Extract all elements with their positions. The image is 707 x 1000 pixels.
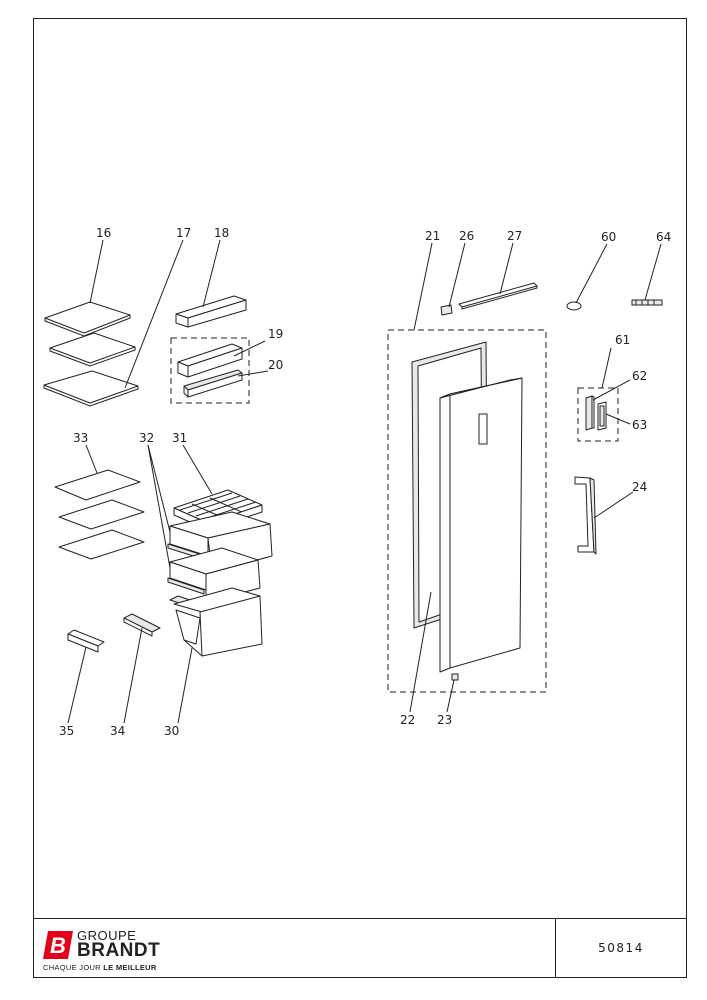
leader-lines (67, 239, 662, 724)
cap-60 (566, 301, 582, 311)
hinge-cover-27 (458, 282, 538, 310)
brand-tagline: CHAQUE JOUR LE MEILLEUR (43, 963, 157, 972)
door-hinge-23 (451, 673, 459, 681)
callout-19: 19 (268, 327, 283, 341)
callout-32: 32 (139, 431, 154, 445)
callout-34: 34 (110, 724, 125, 738)
door-panel-22 (439, 377, 523, 673)
tagline-bold: LE MEILLEUR (103, 963, 157, 972)
callout-18: 18 (214, 226, 229, 240)
callout-23: 23 (437, 713, 452, 727)
callout-16: 16 (96, 226, 111, 240)
callout-22: 22 (400, 713, 415, 727)
drawer-front-35 (67, 629, 105, 653)
callout-20: 20 (268, 358, 283, 372)
door-handle-24 (574, 476, 597, 555)
callout-62: 62 (632, 369, 647, 383)
callout-24: 24 (632, 480, 647, 494)
brand-group-label: GROUPE (77, 928, 137, 943)
door-balcony-19 (177, 343, 243, 378)
handle-kit-outline (577, 387, 619, 442)
document-number: 50814 (598, 941, 644, 955)
glass-shelf-17 (43, 370, 139, 407)
glass-shelf-middle (49, 332, 136, 367)
title-block: B GROUPE BRANDT CHAQUE JOUR LE MEILLEUR … (33, 918, 687, 978)
callout-27: 27 (507, 229, 522, 243)
handle-part-62 (585, 395, 595, 431)
callout-63: 63 (632, 418, 647, 432)
balcony-front-20 (183, 369, 243, 398)
brandt-logo-icon: B (43, 931, 73, 959)
door-handle-recess (478, 413, 488, 445)
title-block-divider (555, 919, 556, 978)
callout-17: 17 (176, 226, 191, 240)
brand-name: BRANDT (77, 940, 161, 961)
glass-plate-33c (58, 529, 145, 560)
tagline-regular: CHAQUE JOUR (43, 963, 104, 972)
handle-part-63 (597, 401, 607, 431)
callout-60: 60 (601, 230, 616, 244)
glass-shelf-16 (44, 301, 131, 337)
callout-21: 21 (425, 229, 440, 243)
hinge-26 (440, 304, 453, 316)
strip-64 (631, 299, 663, 306)
balcony-group-outline (170, 337, 250, 404)
glass-plate-33b (58, 499, 145, 530)
glass-plate-33a (54, 469, 141, 501)
svg-text:B: B (50, 933, 66, 958)
callout-61: 61 (615, 333, 630, 347)
drawing-sheet (33, 18, 687, 978)
drawer-front-34 (123, 613, 161, 637)
callout-35: 35 (59, 724, 74, 738)
callout-26: 26 (459, 229, 474, 243)
callout-labels: 16 17 18 19 20 21 26 27 60 64 61 62 63 2… (59, 226, 671, 738)
callout-31: 31 (172, 431, 187, 445)
callout-64: 64 (656, 230, 671, 244)
callout-30: 30 (164, 724, 179, 738)
brandt-logo-shape (43, 931, 73, 959)
drawer-30-lower (169, 587, 263, 657)
callout-33: 33 (73, 431, 88, 445)
door-balcony-18 (175, 295, 247, 328)
